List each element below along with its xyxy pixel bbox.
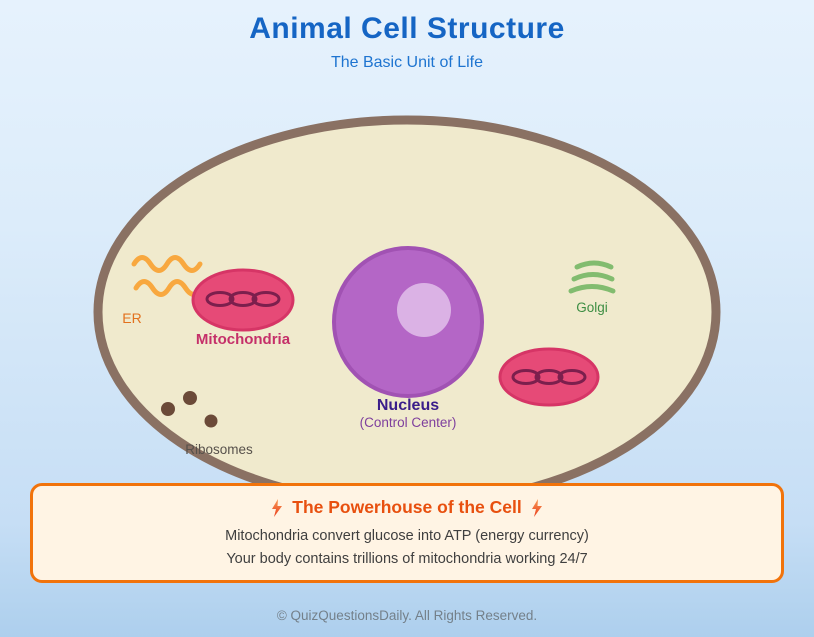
mitochondrion-crista [511, 369, 541, 385]
powerhouse-info-box: The Powerhouse of the Cell Mitochondria … [30, 483, 784, 583]
er-label: ER [122, 310, 141, 326]
info-box-line-2: Your body contains trillions of mitochon… [226, 551, 588, 567]
ribosome-dot [204, 414, 218, 428]
footer-text: © QuizQuestionsDaily. All Rights Reserve… [276, 608, 538, 623]
golgi-label: Golgi [576, 300, 608, 315]
ribosome-dot [161, 402, 175, 416]
ribosomes-icon [161, 391, 218, 428]
nucleolus [397, 283, 451, 337]
golgi-arc [568, 284, 616, 294]
header: Animal Cell Structure The Basic Unit of … [0, 0, 814, 72]
mitochondrion-body [191, 268, 295, 332]
mitochondrion-crista [534, 369, 564, 385]
mitochondrion-crista [557, 369, 587, 385]
er-wave-icon [131, 255, 203, 273]
mitochondria-label: Mitochondria [196, 331, 291, 348]
ribosomes-label: Ribosomes [185, 442, 253, 457]
mitochondrion-crista [205, 291, 235, 307]
info-box-line-1: Mitochondria convert glucose into ATP (e… [225, 528, 589, 544]
nucleus-label: Nucleus [377, 397, 439, 414]
mitochondrion-body [498, 347, 600, 407]
mitochondrion-crista [251, 291, 281, 307]
info-box-title-row: The Powerhouse of the Cell [33, 497, 781, 518]
mitochondrion-1 [191, 268, 295, 332]
page-subtitle: The Basic Unit of Life [330, 54, 484, 71]
er-wave-icon [133, 279, 205, 297]
mitochondrion-2 [498, 347, 600, 407]
lightning-bolt-icon [272, 498, 283, 517]
ribosome-dot [183, 391, 197, 405]
golgi-arc [571, 272, 615, 282]
page-title: Animal Cell Structure [249, 12, 565, 45]
golgi-arc [574, 260, 614, 270]
nucleus-sublabel: (Control Center) [360, 415, 457, 430]
lightning-bolt-icon [531, 498, 542, 517]
info-box-title: The Powerhouse of the Cell [292, 497, 522, 517]
golgi-icon [568, 260, 616, 294]
mitochondrion-crista [228, 291, 258, 307]
